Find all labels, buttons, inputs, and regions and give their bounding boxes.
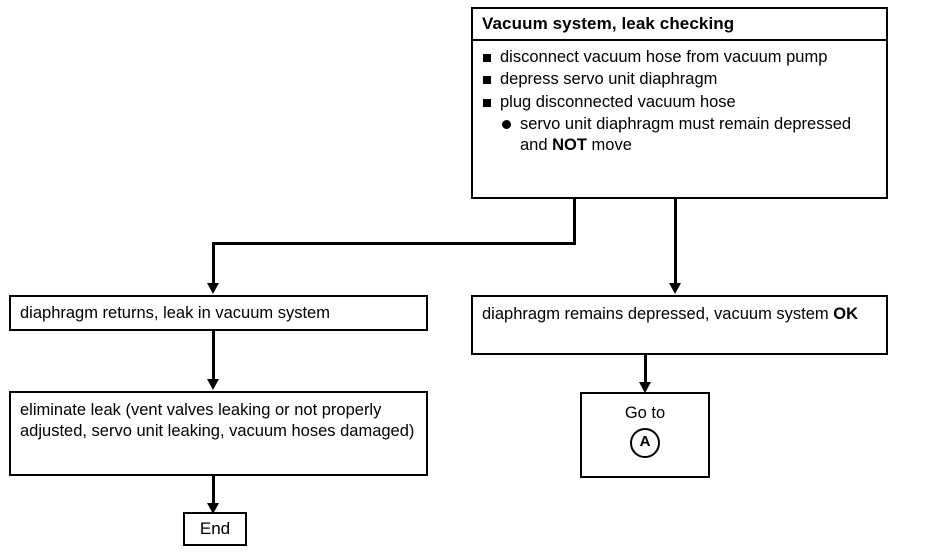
square-bullet-icon xyxy=(483,98,491,107)
node-end[interactable]: End xyxy=(183,512,247,546)
step-text: disconnect vacuum hose from vacuum pump xyxy=(500,47,828,66)
end-label: End xyxy=(199,519,231,538)
procedure-substep-list: servo unit diaphragm must remain depress… xyxy=(501,114,878,157)
arrowhead-to-end xyxy=(207,503,219,514)
square-bullet-icon xyxy=(483,53,491,62)
step-text: plug disconnected vacuum hose xyxy=(500,92,736,111)
substep-text: servo unit diaphragm must remain depress… xyxy=(520,114,878,157)
arrowhead-to-goto xyxy=(639,382,651,393)
node-vacuum-system-ok[interactable]: diaphragm remains depressed, vacuum syst… xyxy=(471,295,888,355)
connector-to-goto xyxy=(644,355,647,385)
connector-branch-stub xyxy=(573,197,576,245)
square-bullet-icon xyxy=(483,76,491,85)
substep-suffix: move xyxy=(586,136,632,155)
round-bullet-icon xyxy=(502,120,511,129)
substep-prefix: servo unit diaphragm must remain depress… xyxy=(520,115,852,155)
node-vacuum-system-leak-checking[interactable]: Vacuum system, leak checking disconnect … xyxy=(471,7,888,199)
node-body: disconnect vacuum hose from vacuum pump … xyxy=(473,41,886,163)
step-text: depress servo unit diaphragm xyxy=(500,70,718,89)
connector-to-eliminate-leak xyxy=(212,331,215,381)
node-text: diaphragm remains depressed, vacuum syst… xyxy=(473,297,886,331)
list-item: depress servo unit diaphragm xyxy=(481,69,878,90)
list-item: servo unit diaphragm must remain depress… xyxy=(501,114,878,157)
arrowhead-to-ok-result xyxy=(669,283,681,294)
node-text: diaphragm returns, leak in vacuum system xyxy=(20,304,330,322)
arrowhead-to-leak-result xyxy=(207,283,219,294)
connector-to-end xyxy=(212,476,215,508)
list-item: disconnect vacuum hose from vacuum pump xyxy=(481,47,878,68)
arrowhead-to-eliminate-leak xyxy=(207,379,219,390)
goto-label: Go to xyxy=(624,404,666,422)
connector-to-leak-result xyxy=(212,242,215,284)
node-leak-in-vacuum-system[interactable]: diaphragm returns, leak in vacuum system xyxy=(9,295,428,331)
node-go-to-a[interactable]: Go to A xyxy=(580,392,710,478)
substep-emphasis: NOT xyxy=(552,136,587,155)
node-eliminate-leak[interactable]: eliminate leak (vent valves leaking or n… xyxy=(9,391,428,476)
connector-branch-horizontal xyxy=(212,242,575,245)
reference-circle-a: A xyxy=(630,427,660,458)
ok-emphasis: OK xyxy=(833,305,858,323)
list-item: plug disconnected vacuum hose xyxy=(481,92,878,113)
connector-to-ok-result xyxy=(674,197,677,284)
node-title: Vacuum system, leak checking xyxy=(473,9,886,41)
ok-prefix: diaphragm remains depressed, vacuum syst… xyxy=(482,305,834,323)
procedure-step-list: disconnect vacuum hose from vacuum pump … xyxy=(481,47,878,113)
node-text: eliminate leak (vent valves leaking or n… xyxy=(20,401,415,441)
